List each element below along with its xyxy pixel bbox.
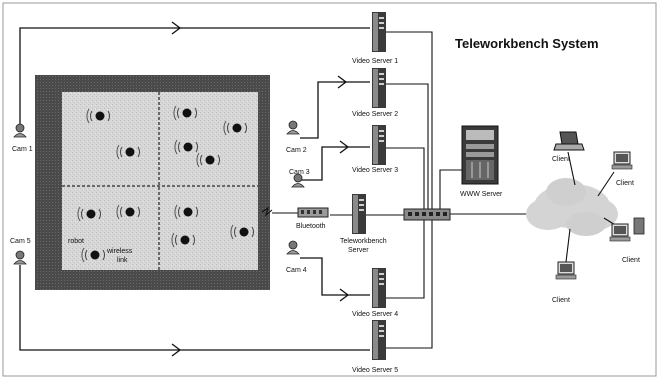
wireless-label: wireless — [106, 248, 133, 255]
www-server-icon — [461, 125, 499, 185]
client-label-3: Client — [622, 257, 640, 264]
cam-5-icon — [13, 250, 27, 265]
cam3-connection — [300, 140, 370, 181]
video-server-5-icon — [372, 320, 386, 360]
cam5-connection — [19, 265, 370, 357]
video-server-3-icon — [372, 125, 386, 165]
client-label-1: Client — [552, 156, 570, 163]
video-server-4-label: Video Server 4 — [352, 311, 398, 318]
bluetooth-label: Bluetooth — [296, 223, 326, 230]
cam-1-label: Cam 1 — [12, 146, 33, 153]
teleworkbench-server-label-line2: Server — [348, 247, 369, 254]
client-desktop-icon — [609, 223, 631, 242]
server-bus — [366, 31, 530, 349]
teleworkbench-server-label: Teleworkbench — [340, 238, 387, 245]
video-server-3-label: Video Server 3 — [352, 167, 398, 174]
video-server-1-label: Video Server 1 — [352, 58, 398, 65]
cam-4-label: Cam 4 — [286, 267, 307, 274]
cam-2-icon — [286, 120, 300, 135]
cam-3-label: Cam 3 — [289, 169, 310, 176]
cam-2-label: Cam 2 — [286, 147, 307, 154]
video-server-2-icon — [372, 68, 386, 108]
video-server-1-icon — [372, 12, 386, 52]
cam1-connection — [19, 21, 370, 125]
client-laptop-icon — [553, 131, 585, 151]
network-switch-icon — [403, 208, 451, 221]
robot-label: robot — [68, 238, 84, 245]
robot-arena: robot wireless link — [35, 75, 270, 290]
diagram-title: Teleworkbench System — [455, 36, 599, 51]
cam2-connection — [300, 75, 370, 139]
video-server-4-icon — [372, 268, 386, 308]
client-desktop-icon — [555, 261, 577, 280]
outer-frame — [2, 2, 657, 377]
cam-4-icon — [286, 240, 300, 255]
teleworkbench-server-icon — [352, 194, 366, 234]
www-server-label: WWW Server — [460, 191, 503, 198]
client-desktop-icon — [611, 151, 633, 170]
cam4-connection — [300, 257, 370, 302]
client-label-4: Client — [552, 297, 570, 304]
client-label-2: Client — [616, 180, 634, 187]
internet-cloud-icon — [526, 178, 618, 236]
cam-5-label: Cam 5 — [10, 238, 31, 245]
cam-1-icon — [13, 123, 27, 138]
arena-floor — [62, 92, 258, 270]
video-server-2-label: Video Server 2 — [352, 111, 398, 118]
bluetooth-link — [261, 206, 352, 217]
client-tower-icon — [633, 217, 645, 235]
bluetooth-adapter — [297, 207, 329, 218]
link-label: link — [117, 257, 128, 264]
video-server-5-label: Video Server 5 — [352, 367, 398, 374]
